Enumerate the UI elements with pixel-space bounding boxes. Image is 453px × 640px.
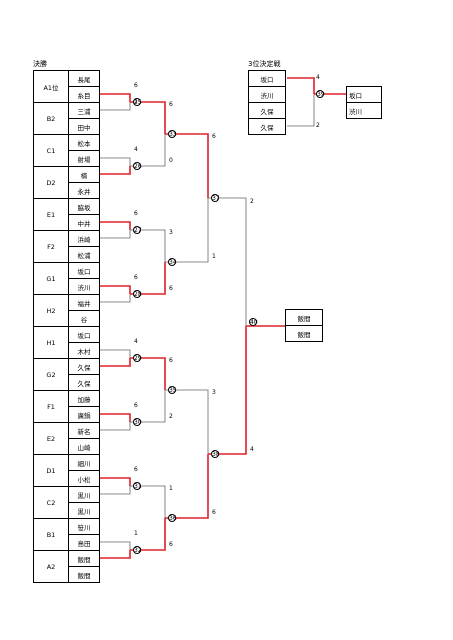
r1-bottom-line <box>100 550 131 559</box>
third-score-top: 4 <box>316 74 320 81</box>
third-match-number: 39 <box>316 90 325 98</box>
third-score-bottom: 2 <box>316 122 320 129</box>
r3-bottom-line <box>165 454 209 519</box>
r3-bottom-line <box>165 198 209 263</box>
r2-bottom-line <box>130 518 166 551</box>
champion-1: 飯間 <box>285 309 323 326</box>
r2-top-line <box>130 357 166 390</box>
r2-score-bottom: 0 <box>169 157 173 164</box>
r2-top-line <box>130 101 166 134</box>
r2-top-line <box>130 229 166 262</box>
r1-top-line <box>100 285 131 294</box>
r2-bottom-line <box>130 134 166 167</box>
r1-match-number: 27 <box>133 226 142 234</box>
final-score-top: 2 <box>250 198 254 205</box>
group-label: G1 <box>33 262 69 295</box>
r1-score-top: 6 <box>134 466 138 473</box>
r2-bottom-line <box>130 262 166 295</box>
r1-match-number: 31 <box>133 482 142 490</box>
r1-top-line <box>100 477 131 486</box>
r1-score-top: 4 <box>134 146 138 153</box>
main-title: 決勝 <box>33 60 47 68</box>
final-match-number: 40 <box>249 318 258 326</box>
r1-match-number: 32 <box>133 546 142 554</box>
r2-top-line <box>130 485 166 518</box>
third-place-winner-table: 坂口 渋川 <box>346 86 382 119</box>
final-bottom-line <box>208 326 247 455</box>
r2-score-bottom: 6 <box>169 541 173 548</box>
r2-match-number: 33 <box>168 130 177 138</box>
group-label: C1 <box>33 134 69 167</box>
r2-score-top: 6 <box>169 357 173 364</box>
r1-bottom-line <box>100 486 131 495</box>
r2-score-top: 6 <box>169 101 173 108</box>
champion-2: 飯間 <box>285 325 323 342</box>
r1-match-number: 28 <box>133 290 142 298</box>
final-top-line <box>208 197 247 326</box>
champion-table: 飯間 飯間 <box>285 309 323 342</box>
r3-score-bottom: 1 <box>212 253 216 260</box>
third-top-line <box>287 77 315 94</box>
group-label: F1 <box>33 390 69 423</box>
r1-match-number: 29 <box>133 354 142 362</box>
group-label: E2 <box>33 422 69 455</box>
player-name: 渋川 <box>68 278 100 295</box>
player-name: 坂口 <box>68 262 100 279</box>
r3-score-bottom: 6 <box>212 509 216 516</box>
group-label: D2 <box>33 166 69 199</box>
player-name: 飯間 <box>68 566 100 583</box>
r3-score-top: 6 <box>212 133 216 140</box>
player-name: 田中 <box>68 118 100 135</box>
r1-score-top: 4 <box>134 338 138 345</box>
r1-score-top: 6 <box>134 274 138 281</box>
r1-bottom-line <box>100 102 131 111</box>
r1-match-number: 25 <box>133 98 142 106</box>
third-player-4: 久保 <box>248 118 286 135</box>
r1-match-number: 30 <box>133 418 142 426</box>
final-score-bottom: 4 <box>250 446 254 453</box>
r3-match-number: 38 <box>211 450 220 458</box>
r1-top-line <box>100 349 131 358</box>
r3-score-top: 3 <box>212 389 216 396</box>
group-label: H2 <box>33 294 69 327</box>
r2-score-bottom: 6 <box>169 285 173 292</box>
b2-score: 1 <box>134 98 138 105</box>
third-player-1: 坂口 <box>248 70 286 87</box>
r1-top-line <box>100 93 131 102</box>
r1-top-line <box>100 221 131 230</box>
third-winner-2: 渋川 <box>346 102 382 119</box>
r1-top-line <box>100 541 131 550</box>
third-place-table: 坂口 渋川 久保 久保 <box>248 70 286 135</box>
r2-match-number: 34 <box>168 258 177 266</box>
r1-bottom-line <box>100 294 131 303</box>
group-label: A2 <box>33 550 69 583</box>
r2-score-bottom: 2 <box>169 413 173 420</box>
player-name: 小松 <box>68 470 100 487</box>
r1-score-top: 1 <box>134 530 138 537</box>
r2-match-number: 35 <box>168 386 177 394</box>
r1-bottom-line <box>100 358 131 367</box>
r2-bottom-line <box>130 390 166 423</box>
r1-score-top: 6 <box>134 82 138 89</box>
r1-score-top: 6 <box>134 402 138 409</box>
r1-score-top: 6 <box>134 210 138 217</box>
r1-bottom-line <box>100 422 131 431</box>
r1-top-line <box>100 413 131 422</box>
r2-score-top: 3 <box>169 229 173 236</box>
r1-bottom-line <box>100 166 131 175</box>
r1-top-line <box>100 157 131 166</box>
r1-bottom-line <box>100 230 131 239</box>
r1-match-number: 26 <box>133 162 142 170</box>
group-label: F2 <box>33 230 69 263</box>
r3-top-line <box>165 389 209 454</box>
r3-match-number: 37 <box>211 194 220 202</box>
r3-top-line <box>165 133 209 198</box>
third-bottom-line <box>287 94 315 127</box>
r2-score-top: 1 <box>169 485 173 492</box>
third-place-title: 3位決定戦 <box>248 60 281 68</box>
r2-match-number: 36 <box>168 514 177 522</box>
